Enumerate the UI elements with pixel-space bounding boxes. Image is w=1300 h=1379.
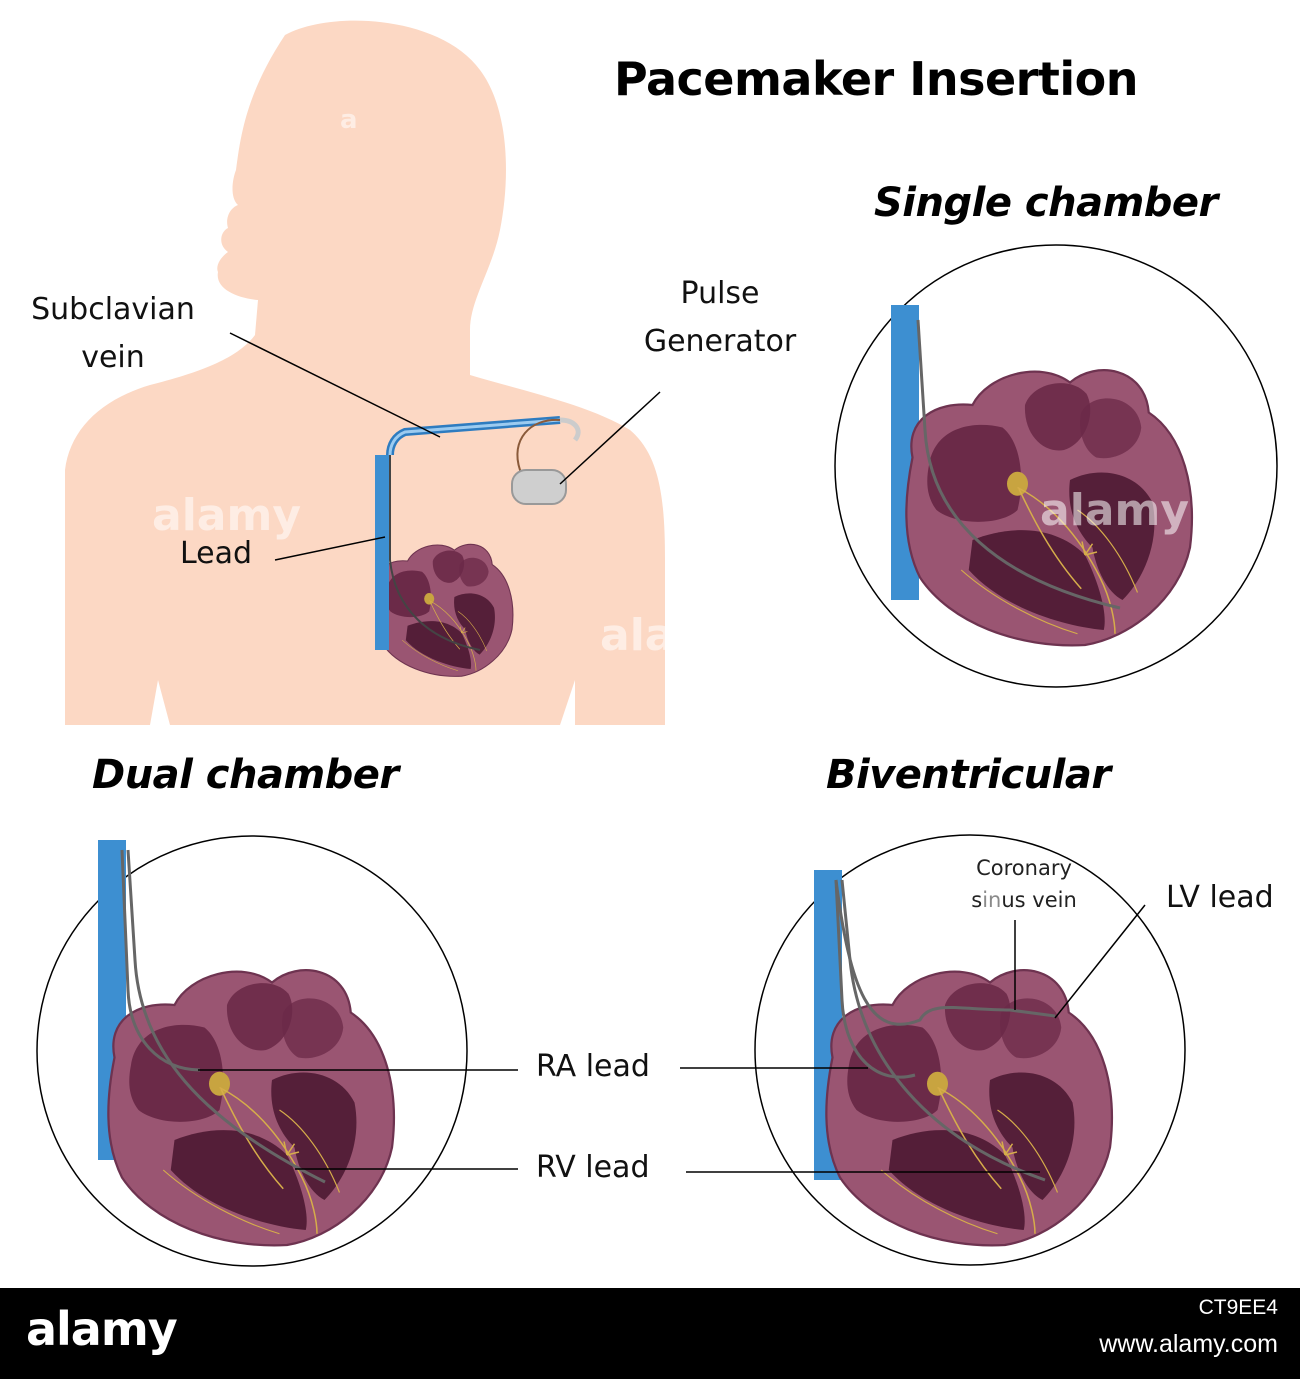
watermark: alamy: [1040, 485, 1189, 536]
dual-chamber-title: Dual chamber: [92, 752, 399, 798]
watermark-small: a: [340, 105, 358, 135]
watermark: alamy: [600, 610, 749, 661]
biventricular-title: Biventricular: [826, 752, 1111, 798]
footer-image-id: CT9EE4: [1198, 1296, 1278, 1319]
body-silhouette: [65, 20, 665, 725]
pacemaker-illustration: [36, 20, 1278, 1267]
footer-logo: alamy: [26, 1302, 178, 1356]
watermark: alamy: [152, 490, 301, 541]
page-title: Pacemaker Insertion: [614, 52, 1138, 106]
pulse-generator-label: Pulse Generator: [643, 276, 797, 359]
rv-lead-label: RV lead: [536, 1150, 650, 1185]
footer-bar: alamy CT9EE4 www.alamy.com: [0, 1288, 1300, 1379]
ra-lead-label: RA lead: [536, 1049, 650, 1084]
coronary-sinus-vein-label: Coronary sinus vein: [971, 856, 1077, 912]
subclavian-vein-label: Subclavian vein: [31, 292, 195, 375]
chest-heart: [375, 543, 514, 677]
footer-url[interactable]: www.alamy.com: [1099, 1330, 1278, 1358]
pulse-generator-device: [511, 469, 567, 505]
chest-lead-wire: [389, 455, 481, 651]
lv-lead-label: LV lead: [1166, 880, 1274, 915]
single-chamber-title: Single chamber: [874, 180, 1218, 226]
lead-label: Lead: [180, 536, 253, 571]
